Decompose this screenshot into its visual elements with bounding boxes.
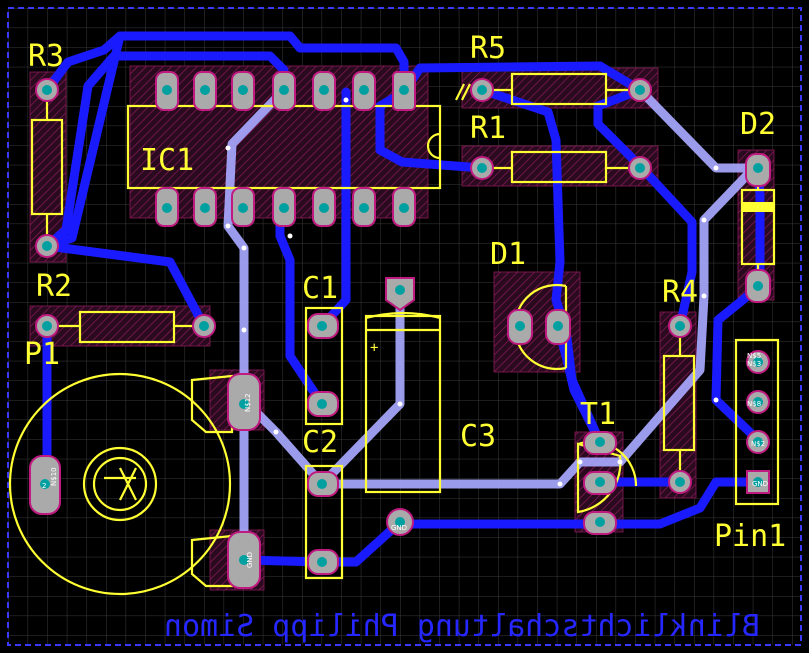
- label-r3: R3: [28, 39, 64, 74]
- label-r1: R1: [470, 111, 506, 146]
- net-gnd-p1: GND: [246, 552, 254, 568]
- label-pin1: Pin1: [714, 519, 786, 554]
- net-pin1-1: GND: [752, 480, 768, 488]
- pads: [29, 71, 771, 589]
- net-p1-a: N$10: [50, 467, 58, 486]
- net-pin1-3: N$8: [747, 400, 761, 408]
- label-p1: P1: [24, 337, 60, 372]
- vias: [225, 97, 719, 487]
- net-p1-wiper: 2: [42, 482, 46, 490]
- net-pin1-4: N$3: [747, 360, 761, 368]
- net-p1-b: N$12: [244, 393, 252, 412]
- label-d2: D2: [740, 107, 776, 142]
- label-c3-plus: +: [370, 340, 378, 356]
- label-t1: T1: [580, 397, 616, 432]
- label-r4: R4: [662, 275, 698, 310]
- label-r2: R2: [36, 269, 72, 304]
- net-gnd-c3: GND: [391, 524, 407, 532]
- silkscreen-outlines: [8, 72, 780, 596]
- net-pin1-4b: N$5: [747, 352, 761, 360]
- label-c1: C1: [302, 271, 338, 306]
- label-d1: D1: [490, 237, 526, 272]
- label-ic1: IC1: [140, 143, 194, 178]
- label-c3: C3: [460, 419, 496, 454]
- label-r5: R5: [470, 31, 506, 66]
- net-pin1-2: N$2: [751, 440, 765, 448]
- bottom-layer-text: Blinklichtschaltung Philipp Simon: [164, 609, 760, 644]
- label-c2: C2: [302, 425, 338, 460]
- board-outline: [7, 7, 802, 646]
